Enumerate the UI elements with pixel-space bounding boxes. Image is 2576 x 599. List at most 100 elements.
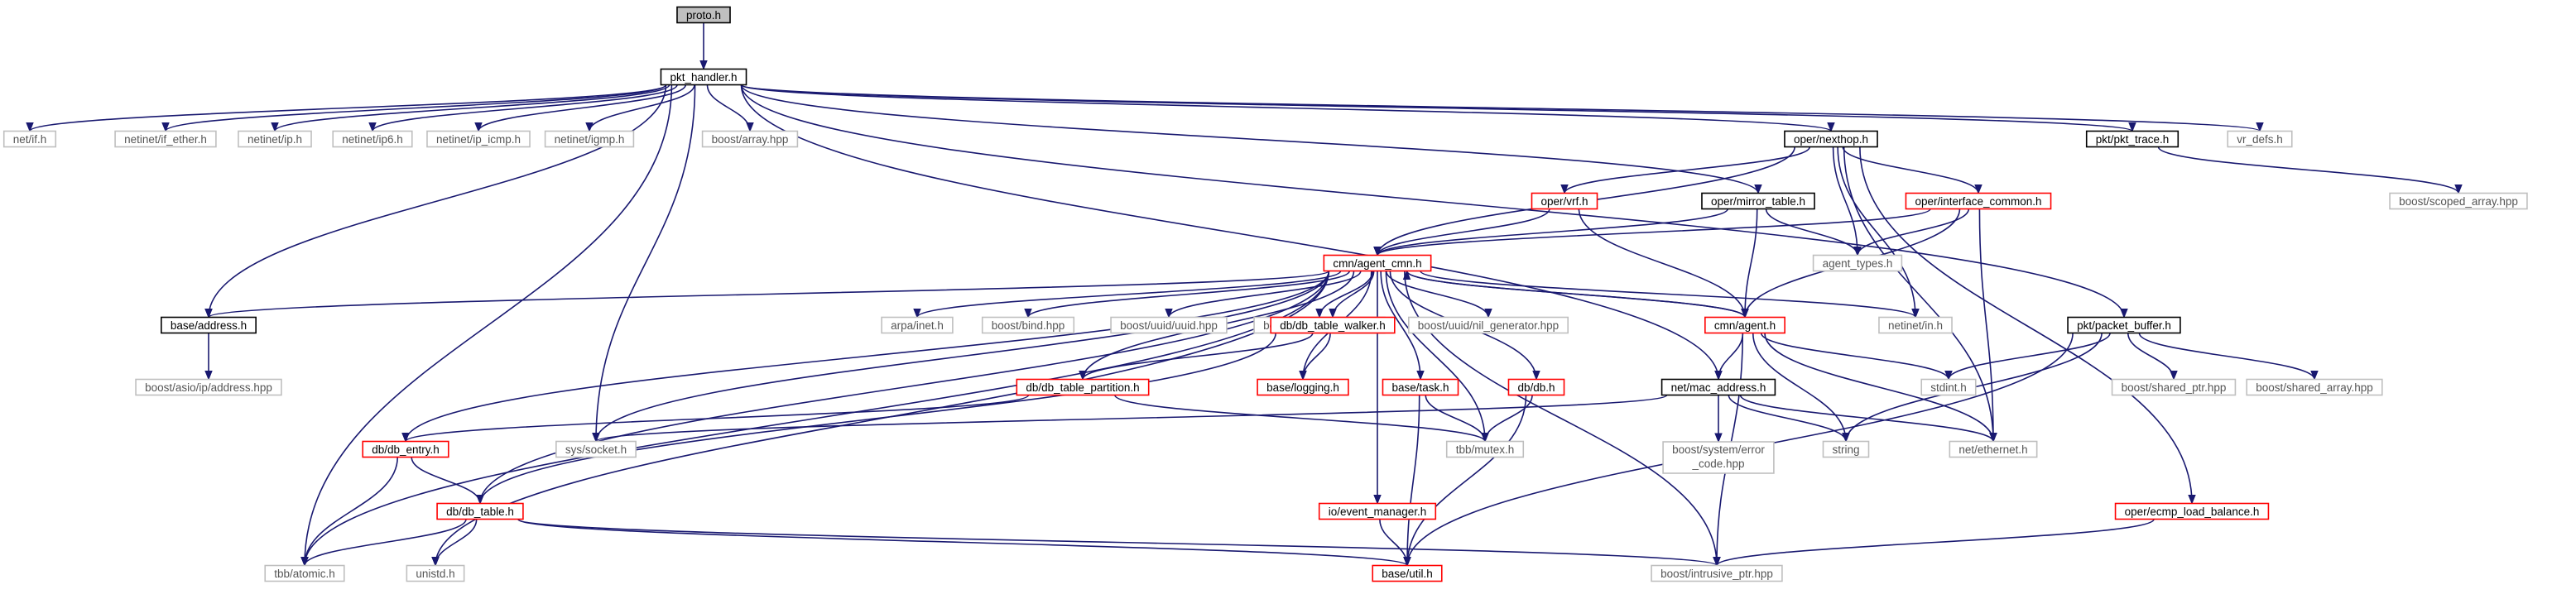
edge-oper-vrf-h-to-cmn-agent-cmn-h: [1377, 208, 1550, 256]
node-box: [1949, 440, 2038, 458]
node-label: db/db.h: [1517, 381, 1555, 394]
node-label: oper/ecmp_load_balance.h: [2125, 506, 2260, 518]
edge-arrowhead: [431, 557, 440, 567]
node-label: boost/asio/ip/address.hpp: [145, 381, 272, 394]
edge-oper-mirror-table-h-to-agent-types-h: [1765, 208, 1858, 256]
edge-oper-nexthop-h-to-netinet-in-h: [1837, 146, 1916, 318]
node-proto-h[interactable]: proto.h: [676, 6, 731, 24]
node-label: netinet/ip.h: [248, 133, 302, 146]
node-boost-uuid-nil-generator-hpp: boost/uuid/nil_generator.hpp: [1408, 316, 1569, 334]
node-label: base/task.h: [1391, 381, 1449, 394]
edge-arrowhead: [2120, 309, 2128, 319]
node-pkt-pkt-trace-h[interactable]: pkt/pkt_trace.h: [2085, 130, 2180, 148]
edge-cmn-agent-cmn-h-to-boost-bind-hpp: [1027, 271, 1351, 318]
edge-cmn-agent-cmn-h-to-db-db-table-h: [479, 271, 1330, 504]
edge-arrowhead: [746, 122, 754, 132]
edge-oper-mirror-table-h-to-cmn-agent-h: [1744, 208, 1758, 318]
edge-db-db-h-to-base-util-h: [1406, 395, 1527, 566]
edge-arrowhead: [474, 122, 483, 132]
node-base-util-h[interactable]: base/util.h: [1372, 564, 1443, 582]
node-box: [1660, 378, 1776, 396]
node-base-task-h[interactable]: base/task.h: [1382, 378, 1459, 396]
node-box: [1257, 378, 1349, 396]
node-pkt-handler-h[interactable]: pkt_handler.h: [660, 68, 747, 86]
node-base-address-h[interactable]: base/address.h: [161, 316, 257, 334]
node-label: stdint.h: [1930, 381, 1967, 394]
node-io-event-manager-h[interactable]: io/event_manager.h: [1318, 502, 1437, 520]
edge-arrowhead: [1532, 371, 1540, 381]
edge-pkt-handler-h-to-sys-socket-h: [595, 84, 696, 442]
edge-db-db-table-h-to-boost-intrusive-ptr-hpp: [517, 518, 1718, 567]
node-box: [2085, 130, 2180, 148]
node-oper-interface-common-h[interactable]: oper/interface_common.h: [1905, 192, 2052, 210]
node-box: [701, 130, 799, 148]
node-box: [426, 130, 531, 148]
edge-net-mac-address-h-to-sys-socket-h: [595, 394, 1668, 443]
edge-arrowhead: [1416, 371, 1425, 381]
node-label: boost/bind.hpp: [992, 319, 1065, 332]
node-db-db-table-h[interactable]: db/db_table.h: [436, 502, 524, 520]
node-box: [2389, 192, 2528, 210]
edge-arrowhead: [1484, 309, 1492, 319]
edge-arrowhead: [1329, 309, 1337, 319]
node-label: _code.hpp: [1691, 458, 1744, 470]
edge-db-db-table-walker-h-to-db-db-table-partition-h: [1082, 333, 1314, 380]
node-netinet-ip-icmp-h: netinet/ip_icmp.h: [426, 130, 531, 148]
edge-pkt-packet-buffer-h-to-boost-shared-array-hpp: [2138, 333, 2315, 380]
edge-arrowhead: [204, 371, 213, 381]
node-db-db-table-walker-h[interactable]: db/db_table_walker.h: [1270, 316, 1396, 334]
edge-pkt-handler-h-to-netinet-if-ether-h: [165, 84, 667, 132]
node-cmn-agent-cmn-h[interactable]: cmn/agent_cmn.h: [1323, 254, 1432, 272]
edge-cmn-agent-cmn-h-to-boost-uuid-nil-generator-hpp: [1385, 271, 1489, 318]
edge-pkt-handler-h-to-netinet-ip6-h: [372, 84, 678, 132]
edge-oper-nexthop-h-to-net-ethernet-h: [1843, 146, 1994, 442]
edge-io-event-manager-h-to-base-util-h: [1379, 519, 1408, 566]
node-cmn-agent-h[interactable]: cmn/agent.h: [1704, 316, 1785, 334]
node-label: netinet/igmp.h: [555, 133, 625, 146]
node-oper-ecmp-load-balance-h[interactable]: oper/ecmp_load_balance.h: [2114, 502, 2270, 520]
node-label: oper/mirror_table.h: [1711, 195, 1805, 208]
node-box: [1651, 564, 1783, 582]
node-db-db-h[interactable]: db/db.h: [1507, 378, 1565, 396]
node-box: [2246, 378, 2383, 396]
node-label: oper/vrf.h: [1540, 195, 1588, 208]
node-oper-mirror-table-h[interactable]: oper/mirror_table.h: [1701, 192, 1815, 210]
node-label: tbb/atomic.h: [274, 568, 335, 580]
node-pkt-packet-buffer-h[interactable]: pkt/packet_buffer.h: [2067, 316, 2181, 334]
node-boost-array-hpp: boost/array.hpp: [701, 130, 799, 148]
node-label: boost/shared_ptr.hpp: [2122, 381, 2227, 394]
edge-arrowhead: [271, 122, 279, 132]
edge-arrowhead: [1315, 309, 1324, 319]
edge-pkt-handler-h-to-netinet-ip-h: [274, 84, 670, 132]
edge-pkt-packet-buffer-h-to-boost-shared-ptr-hpp: [2127, 333, 2175, 380]
node-net-mac-address-h[interactable]: net/mac_address.h: [1660, 378, 1776, 396]
node-label: string: [1832, 443, 1859, 456]
node-db-db-entry-h[interactable]: db/db_entry.h: [362, 440, 449, 458]
node-box: [1920, 378, 1977, 396]
node-net-ethernet-h: net/ethernet.h: [1949, 440, 2038, 458]
edge-pkt-handler-h-to-netinet-ip-icmp-h: [478, 84, 687, 132]
node-boost-intrusive-ptr-hpp: boost/intrusive_ptr.hpp: [1651, 564, 1783, 582]
node-label: net/ethernet.h: [1958, 443, 2027, 456]
node-boost-shared-ptr-hpp: boost/shared_ptr.hpp: [2111, 378, 2237, 396]
node-box: [1382, 378, 1459, 396]
node-base-logging-h[interactable]: base/logging.h: [1257, 378, 1349, 396]
edge-arrowhead: [1713, 557, 1721, 567]
node-box: [660, 68, 747, 86]
node-label: oper/nexthop.h: [1794, 133, 1868, 146]
edge-cmn-agent-cmn-h-to-sys-socket-h: [595, 271, 1330, 442]
node-oper-vrf-h[interactable]: oper/vrf.h: [1531, 192, 1598, 210]
node-db-db-table-partition-h[interactable]: db/db_table_partition.h: [1016, 378, 1150, 396]
node-label: oper/interface_common.h: [1915, 195, 2041, 208]
edge-arrowhead: [2310, 371, 2319, 381]
edge-arrowhead: [1079, 371, 1087, 381]
node-netinet-if-ether-h: netinet/if_ether.h: [114, 130, 217, 148]
edge-cmn-agent-h-to-net-mac-address-h: [1718, 333, 1744, 380]
node-label: pkt_handler.h: [670, 71, 737, 84]
node-oper-nexthop-h[interactable]: oper/nexthop.h: [1784, 130, 1878, 148]
node-label: boost/scoped_array.hpp: [2399, 195, 2518, 208]
edge-pkt-handler-h-to-base-address-h: [208, 84, 667, 318]
edge-arrowhead: [1402, 270, 1411, 280]
node-arpa-inet-h: arpa/inet.h: [881, 316, 954, 334]
